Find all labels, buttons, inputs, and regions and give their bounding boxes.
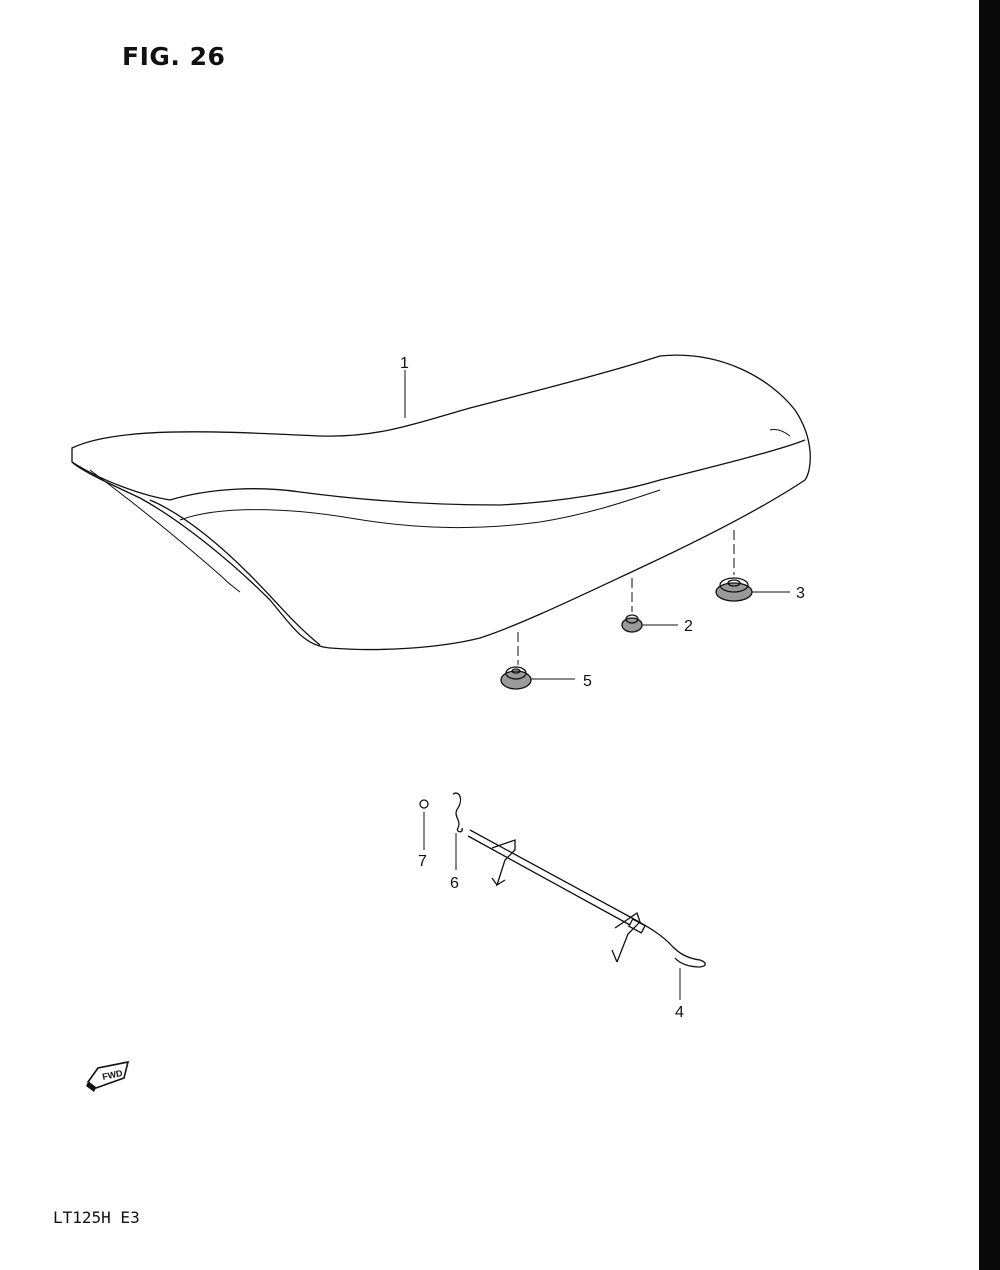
part-number-label: 4	[675, 1004, 684, 1021]
e-ring-icon[interactable]	[419, 799, 429, 850]
part-number-label: 2	[684, 618, 693, 635]
cushion-icon[interactable]	[500, 632, 575, 690]
part-number-label: 6	[450, 875, 459, 892]
seat-icon[interactable]	[71, 354, 811, 651]
part-number-label: 3	[796, 585, 805, 602]
part-number-label: 5	[583, 673, 592, 690]
part-number-label: 7	[418, 853, 427, 870]
figure-title: FIG. 26	[122, 42, 226, 71]
model-code: LT125H E3	[53, 1208, 140, 1227]
cushion-icon[interactable]	[621, 578, 678, 633]
spring-icon[interactable]	[452, 792, 463, 870]
part-number-label: 1	[400, 355, 409, 372]
fwd-arrow-icon: FWD	[86, 1060, 130, 1092]
page-edge-bar	[979, 0, 1000, 1270]
fwd-label: FWD	[101, 1068, 124, 1082]
cushion-icon[interactable]	[715, 530, 790, 602]
seat-lock-rod-icon[interactable]	[467, 829, 706, 968]
